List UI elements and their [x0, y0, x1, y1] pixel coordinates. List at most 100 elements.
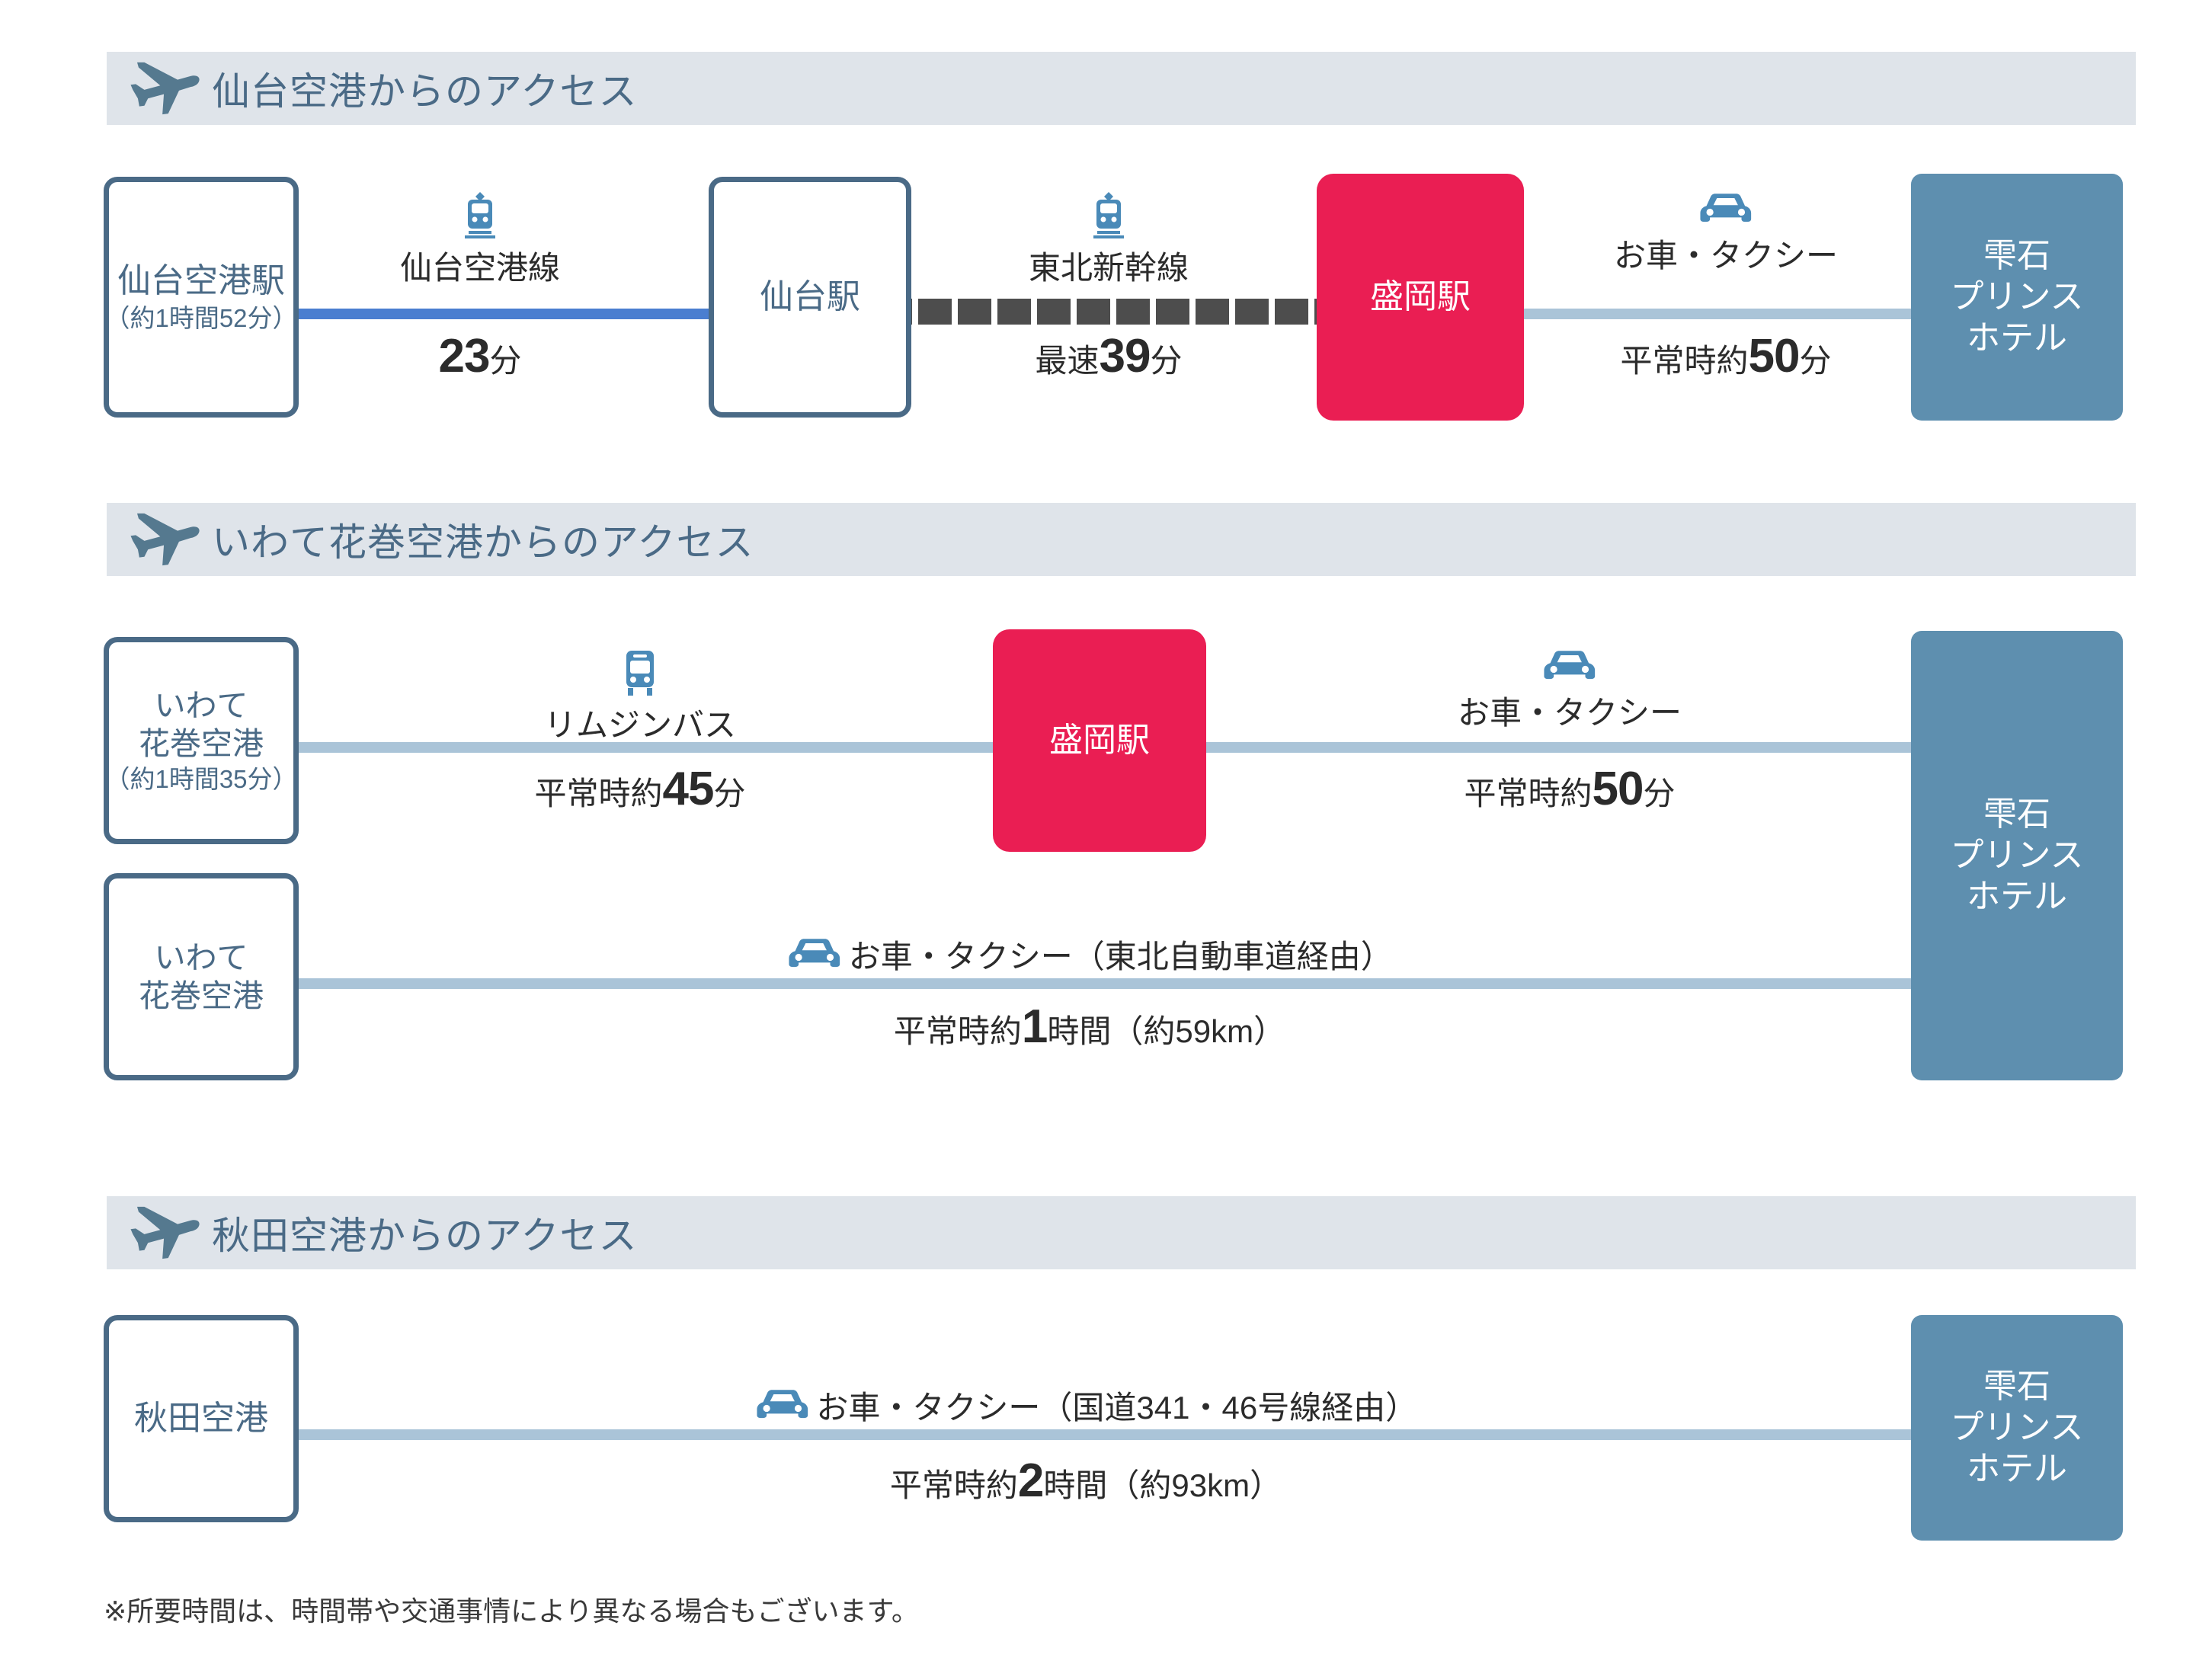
segment-time-prefix: 最速 [1035, 343, 1100, 379]
connector-limousine-bus [229, 742, 1017, 753]
node-title: 秋田空港 [134, 1400, 268, 1438]
segment-car-taxi-expressway: お車・タクシー（東北自動車道経由） [789, 931, 1393, 978]
segment-mode-label: お車・タクシー（国道341・46号線経由） [754, 1382, 1417, 1429]
node-line-3: ホテル [1967, 877, 2067, 915]
car-icon [786, 937, 843, 972]
node-sendai-station: 仙台駅 [709, 177, 911, 418]
section-header-akita: 秋田空港からのアクセス [107, 1196, 2136, 1269]
segment-time-unit: 分 [713, 776, 746, 811]
node-morioka-station-1: 盛岡駅 [1317, 174, 1524, 421]
airplane-icon [128, 1205, 201, 1260]
segment-time: 最速39分 [1036, 329, 1183, 383]
node-subtitle: （約1時間35分） [104, 764, 298, 793]
segment-time-unit: 分 [1799, 343, 1832, 379]
segment-mode-label: 東北新幹線 [1028, 250, 1189, 286]
segment-time: 平常時約50分 [1621, 329, 1832, 383]
segment-time-prefix: 平常時約 [534, 776, 663, 811]
segment-time-unit: 時間（約93km） [1043, 1467, 1282, 1503]
node-line-2: 花巻空港 [139, 725, 264, 761]
node-akita-airport: 秋田空港 [104, 1315, 299, 1522]
node-line-1: 雫石 [1983, 795, 2050, 834]
segment-mode-label: リムジンバス [543, 707, 736, 743]
car-icon [1698, 192, 1754, 227]
segment-time-unit: 分 [489, 343, 522, 379]
segment-time-value: 45 [662, 763, 715, 815]
train-icon [1092, 192, 1125, 239]
segment-limousine-bus: リムジンバス [503, 649, 777, 746]
segment-time: 23分 [439, 329, 522, 383]
segment-time-value: 2 [1017, 1454, 1044, 1507]
segment-time-value: 50 [1592, 763, 1644, 815]
node-title: 盛岡駅 [1049, 722, 1150, 760]
train-icon [463, 192, 497, 239]
segment-time: 平常時約50分 [1465, 762, 1676, 816]
airplane-icon [128, 61, 201, 116]
segment-time-prefix: 平常時約 [1620, 343, 1749, 379]
node-sendai-airport-station: 仙台空港駅 （約1時間52分） [104, 177, 299, 418]
segment-mode-label: 仙台空港線 [399, 250, 560, 286]
node-line-2: プリンス [1950, 837, 2084, 875]
segment-time-unit: 時間（約59km） [1047, 1013, 1286, 1049]
segment-mode-label: お車・タクシー [1613, 238, 1838, 274]
segment-time-car-taxi-2: 平常時約50分 [1433, 762, 1707, 816]
footnote: ※所要時間は、時間帯や交通事情により異なる場合もございます。 [104, 1595, 919, 1627]
node-title: 盛岡駅 [1370, 278, 1471, 316]
segment-time-value: 50 [1748, 330, 1801, 382]
segment-time-prefix: 平常時約 [1464, 776, 1593, 811]
segment-car-taxi-1: お車・タクシー [1612, 192, 1840, 277]
node-line-1: 雫石 [1983, 1368, 2050, 1406]
segment-car-taxi-route341: お車・タクシー（国道341・46号線経由） [757, 1382, 1417, 1429]
node-subtitle: （約1時間52分） [104, 303, 298, 332]
connector-sendai-airport-line [229, 309, 731, 319]
segment-time-value: 39 [1099, 330, 1151, 382]
section-header-hanamaki: いわて花巻空港からのアクセス [107, 503, 2136, 576]
node-line-1: 雫石 [1983, 237, 2050, 275]
segment-time: 平常時約1時間（約59km） [894, 1000, 1285, 1054]
section-title: いわて花巻空港からのアクセス [212, 521, 754, 564]
node-line-1: いわて [154, 939, 248, 975]
node-shizukuishi-prince-hotel-3: 雫石 プリンス ホテル [1911, 1315, 2123, 1541]
node-shizukuishi-prince-hotel-1: 雫石 プリンス ホテル [1911, 174, 2123, 421]
node-iwate-hanamaki-airport-b: いわて 花巻空港 [104, 873, 299, 1080]
segment-time-unit: 分 [1150, 343, 1183, 379]
car-icon [1541, 649, 1598, 684]
connector-car-taxi-expressway [229, 978, 1939, 989]
node-line-2: プリンス [1950, 278, 2084, 316]
segment-time-value: 1 [1021, 1000, 1048, 1053]
node-title: 仙台駅 [760, 278, 860, 316]
connector-car-taxi-route341 [229, 1429, 1939, 1440]
segment-time-unit: 分 [1643, 776, 1676, 811]
connector-car-taxi-2 [1204, 742, 1939, 753]
connector-car-taxi-1 [1516, 309, 1935, 319]
node-line-3: ホテル [1967, 318, 2067, 357]
node-iwate-hanamaki-airport-a: いわて 花巻空港 （約1時間35分） [104, 637, 299, 844]
car-icon [754, 1388, 811, 1423]
connector-tohoku-shinkansen [895, 299, 1322, 325]
section-title: 秋田空港からのアクセス [212, 1214, 638, 1257]
node-line-2: 花巻空港 [139, 978, 264, 1013]
segment-time: 平常時約45分 [535, 762, 746, 816]
section-header-sendai: 仙台空港からのアクセス [107, 52, 2136, 125]
segment-time-tohoku-shinkansen: 最速39分 [994, 329, 1223, 383]
segment-time-sendai-airport-line: 23分 [366, 329, 594, 383]
segment-time-prefix: 平常時約 [889, 1467, 1018, 1503]
segment-time-prefix: 平常時約 [893, 1013, 1022, 1049]
segment-car-taxi-2: お車・タクシー [1433, 649, 1707, 734]
segment-time-car-taxi-1: 平常時約50分 [1612, 329, 1840, 383]
airplane-icon [128, 512, 201, 567]
segment-tohoku-shinkansen: 東北新幹線 [994, 192, 1223, 289]
node-line-1: いわて [154, 687, 248, 723]
node-morioka-station-2: 盛岡駅 [993, 629, 1206, 852]
segment-time-car-taxi-expressway: 平常時約1時間（約59km） [792, 1000, 1387, 1054]
node-shizukuishi-prince-hotel-2: 雫石 プリンス ホテル [1911, 631, 2123, 1080]
segment-time-value: 23 [438, 330, 491, 382]
section-title: 仙台空港からのアクセス [212, 70, 638, 113]
segment-mode-label: お車・タクシー（東北自動車道経由） [786, 931, 1393, 978]
segment-mode-label: お車・タクシー [1457, 695, 1682, 731]
node-line-3: ホテル [1967, 1449, 2067, 1487]
bus-icon [623, 649, 658, 696]
segment-time-car-taxi-route341: 平常時約2時間（約93km） [785, 1454, 1387, 1508]
node-title: 仙台空港駅 [117, 262, 285, 300]
segment-sendai-airport-line: 仙台空港線 [366, 192, 594, 289]
